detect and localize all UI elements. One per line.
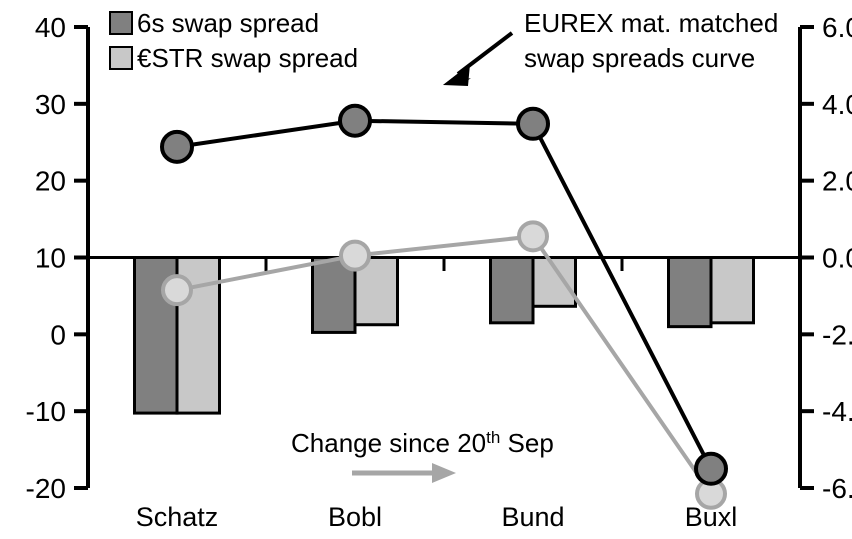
marker-bund xyxy=(516,106,550,141)
eurex-curve-markers xyxy=(160,103,728,486)
legend-label-estr-swap-spread: €STR swap spread xyxy=(137,43,358,73)
curve-callout-line-1: EUREX mat. matched xyxy=(524,8,778,38)
right-tick-label-5: -4.0 xyxy=(822,396,852,427)
change-since-annotation: Change since 20th Sep xyxy=(291,428,554,483)
right-axis-ticks xyxy=(800,25,814,490)
marker-bund xyxy=(517,220,549,253)
left-tick-label-1: 30 xyxy=(35,89,66,120)
left-axis-tick-labels: 40 30 20 10 0 -10 -20 xyxy=(26,12,66,504)
left-tick-label-6: -20 xyxy=(26,473,66,504)
marker-bobl xyxy=(339,239,371,272)
legend-label-6s-swap-spread: 6s swap spread xyxy=(137,8,319,38)
change-since-superscript: th xyxy=(486,428,500,447)
left-tick-label-4: 0 xyxy=(50,319,66,350)
marker-buxl xyxy=(694,451,728,486)
change-since-text-before: Change since 20 xyxy=(291,428,486,458)
eurex-curve xyxy=(160,103,728,486)
left-tick-label-5: -10 xyxy=(26,396,66,427)
category-label-bobl: Bobl xyxy=(328,502,382,532)
left-tick-label-0: 40 xyxy=(35,12,66,43)
legend-item-estr: €STR swap spread xyxy=(109,43,358,73)
marker-schatz xyxy=(160,129,194,164)
change-since-curve xyxy=(161,220,727,510)
right-tick-label-1: 4.0 xyxy=(822,89,852,120)
left-axis-ticks xyxy=(74,25,88,490)
legend-item-6s: 6s swap spread xyxy=(109,8,319,38)
category-label-schatz: Schatz xyxy=(136,502,219,532)
change-since-text: Change since 20th Sep xyxy=(291,428,554,458)
category-label-buxl: Buxl xyxy=(685,502,738,532)
legend-swatch-estr-swap-spread xyxy=(109,46,133,70)
left-tick-label-3: 10 xyxy=(35,243,66,274)
marker-bobl xyxy=(338,103,372,138)
left-tick-label-2: 20 xyxy=(35,166,66,197)
right-tick-label-0: 6.0 xyxy=(822,12,852,43)
bar-buxl-series-0 xyxy=(667,256,713,329)
eurex-curve-line xyxy=(176,118,713,470)
legend-swatch-6s-swap-spread xyxy=(109,11,133,35)
bar-bobl-series-0 xyxy=(311,256,357,334)
marker-schatz xyxy=(161,274,193,307)
bar-bund-series-0 xyxy=(489,256,535,325)
left-axis: 40 30 20 10 0 -10 -20 xyxy=(26,12,90,504)
change-since-curve-markers xyxy=(161,220,727,510)
bar-buxl-series-1 xyxy=(709,256,755,325)
category-labels: Schatz Bobl Bund Buxl xyxy=(136,502,738,532)
category-axis-ticks xyxy=(264,257,624,271)
change-since-arrow-icon xyxy=(352,463,456,483)
right-tick-label-2: 2.0 xyxy=(822,166,852,197)
right-tick-label-4: -2.0 xyxy=(822,319,852,350)
change-since-text-after: Sep xyxy=(500,428,554,458)
curve-callout-annotation: EUREX mat. matched swap spreads curve xyxy=(443,8,778,86)
bars-layer xyxy=(133,256,755,415)
legend: 6s swap spread €STR swap spread xyxy=(109,8,358,73)
change-since-curve-line xyxy=(176,234,713,495)
right-axis-tick-labels: 6.0 4.0 2.0 0.0 -2.0 -4.0 -6.0 xyxy=(822,12,852,504)
right-tick-label-6: -6.0 xyxy=(822,473,852,504)
category-label-bund: Bund xyxy=(501,502,564,532)
right-tick-label-3: 0.0 xyxy=(822,243,852,274)
curve-callout-arrow-icon xyxy=(443,31,514,86)
curve-callout-line-2: swap spreads curve xyxy=(524,43,755,73)
